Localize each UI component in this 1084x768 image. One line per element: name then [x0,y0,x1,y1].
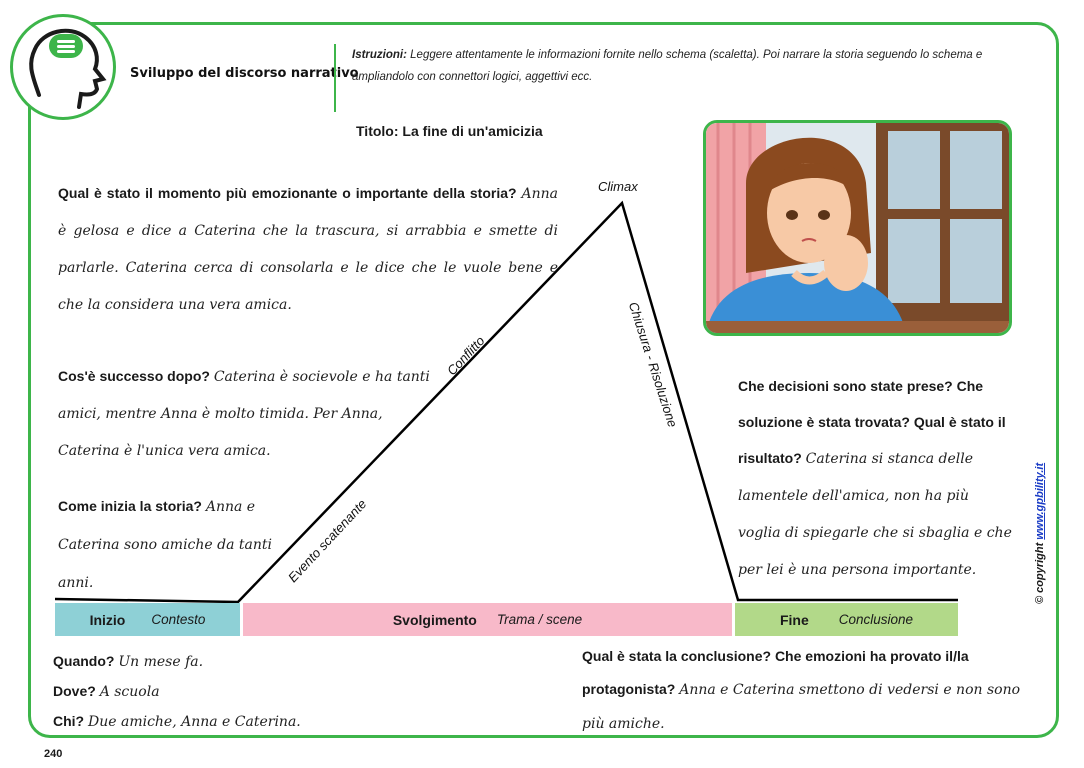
bar-inizio: Inizio Contesto [55,603,240,636]
bar-fine-label: Fine [779,611,809,628]
page-number: 240 [44,748,63,760]
head-speech-icon [10,14,116,120]
header-divider [334,44,336,112]
bar-svolgimento-label: Svolgimento [392,611,477,628]
conclusion-question: Qual è stata la conclusione? Che emozion… [582,648,969,697]
copyright: © copyright www.gpbility.it [1034,463,1046,604]
context-when: Quando? Un mese fa. [53,647,373,677]
start-block: Come inizia la storia? Anna e Caterina s… [58,488,273,602]
instructions-text: Leggere attentamente le informazioni for… [352,49,983,83]
bar-svolgimento-value: Trama / scene [496,612,583,627]
conflict-question: Cos'è successo dopo? [58,368,210,384]
start-answer: Anna e Caterina sono amiche da tanti ann… [58,499,273,591]
context-when-q: Quando? [53,653,115,669]
start-question: Come inizia la storia? [58,498,202,514]
page-frame [28,22,1059,738]
conflict-block: Cos'è successo dopo? Caterina è socievol… [58,358,448,469]
context-where-q: Dove? [53,683,96,699]
context-where: Dove? A scuola [53,677,373,707]
section-title: Sviluppo del discorso narrativo [130,66,359,81]
context-list: Quando? Un mese fa. Dove? A scuola Chi? … [53,647,373,737]
copyright-label: © copyright [1034,542,1046,604]
resolution-block: Che decisioni sono state prese? Che solu… [738,368,1013,588]
bar-fine: Fine Conclusione [735,603,958,636]
bar-inizio-value: Contesto [151,612,206,627]
climax-answer: Anna è gelosa e dice a Caterina che la t… [58,186,559,313]
climax-label: Climax [598,179,638,194]
copyright-link[interactable]: www.gpbility.it [1034,462,1046,540]
context-who: Chi? Due amiche, Anna e Caterina. [53,707,373,737]
context-who-q: Chi? [53,713,85,729]
instructions-label: Istruzioni: [352,49,407,61]
bar-inizio-label: Inizio [89,611,126,628]
resolution-question: Che decisioni sono state prese? Che solu… [738,378,1006,466]
sad-girl-illustration [703,120,1012,336]
context-who-a: Due amiche, Anna e Caterina. [88,714,301,730]
resolution-answer: Caterina si stanca delle lamentele dell'… [738,451,1012,578]
climax-question: Qual è stato il momento più emozionante … [58,185,517,201]
conclusion-answer: Anna e Caterina smettono di vedersi e no… [582,682,1021,732]
climax-block: Qual è stato il momento più emozionante … [58,175,558,323]
bar-svolgimento: Svolgimento Trama / scene [243,603,732,636]
context-when-a: Un mese fa. [118,654,204,670]
conflict-answer: Caterina è socievole e ha tanti amici, m… [58,369,430,459]
context-where-a: A scuola [99,684,160,700]
instructions: Istruzioni: Leggere attentamente le info… [352,44,1012,88]
story-title: Titolo: La fine di un'amicizia [356,123,543,139]
bar-fine-value: Conclusione [838,612,914,627]
conclusion-block: Qual è stata la conclusione? Che emozion… [582,640,1022,741]
